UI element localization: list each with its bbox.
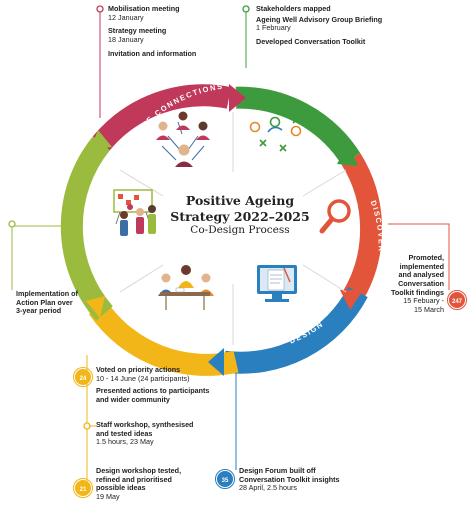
discover-line-5: Toolkit findings (391, 287, 444, 297)
badge-discover-icon: 247 (447, 290, 467, 310)
annotation-test-design-workshop: Design workshop tested, refined and prio… (96, 466, 182, 502)
immerse-toolkit-title: Developed Conversation Toolkit (256, 36, 366, 46)
stage-label-implement: IMPLEMENT & LEARN (88, 175, 108, 284)
computer-document-icon (257, 265, 297, 302)
design-date: 28 April, 2.5 hours (239, 483, 297, 493)
magnifier-icon (319, 199, 351, 234)
immerse-stakeholders-title: Stakeholders mapped (256, 4, 331, 13)
badge-design-icon: 35 (215, 469, 235, 489)
test-workshop-line-2: refined and prioritised (96, 474, 172, 484)
ring-segment-discover (341, 153, 383, 305)
whiteboard-team-illustration (113, 189, 156, 236)
build-meeting-2-title: Strategy meeting (108, 26, 167, 36)
annotation-test-staff: Staff workshop, synthesised and tested i… (96, 420, 194, 447)
svg-text:24: 24 (80, 376, 87, 382)
discover-line-3: and analysed (398, 270, 444, 280)
annotation-design: Design Forum built off Conversation Tool… (239, 466, 340, 493)
inner-spokes (119, 112, 347, 345)
test-staff-date: 1.5 hours, 23 May (96, 437, 154, 447)
participant-badges: 247 35 24 21 (73, 290, 467, 498)
annotation-immerse: Stakeholders mapped Ageing Well Advisory… (256, 4, 383, 47)
workshop-table-illustration (158, 265, 214, 310)
center-title-line2: Strategy 2022–2025 (170, 208, 310, 224)
immerse-briefing-date: 1 February (256, 23, 291, 33)
network-people-illustration (156, 111, 210, 167)
discover-date-2: 15 March (414, 304, 444, 314)
center-subtitle: Co-Design Process (190, 224, 290, 237)
test-staff-line-1: Staff workshop, synthesised (96, 420, 194, 429)
annotation-discover: Promoted, implemented and analysed Conve… (380, 253, 444, 314)
discover-line-4: Conversation (398, 278, 444, 288)
test-vote-title: Voted on priority actions (96, 365, 181, 374)
immerse-briefing-title: Ageing Well Advisory Group Briefing (256, 14, 383, 24)
test-workshop-line-1: Design workshop tested, (96, 466, 182, 475)
build-invitation-title: Invitation and information (108, 48, 197, 58)
test-workshop-line-3: possible ideas (96, 483, 146, 493)
implement-line-2: Action Plan over (16, 297, 73, 307)
connector-dots (8, 5, 250, 430)
badge-vote-icon: 24 (73, 367, 93, 387)
svg-text:21: 21 (80, 487, 87, 493)
center-title-line1: Positive Ageing (185, 193, 295, 208)
ring-segment-immerse (235, 86, 361, 166)
annotation-build: Mobilisation meeting 12 January Strategy… (108, 4, 197, 58)
implement-line-3: 3-year period (16, 306, 62, 316)
test-present-line-2: and wider community (96, 394, 170, 404)
discover-date-1: 15 Febuary - (403, 296, 444, 306)
strategy-xo-illustration (249, 116, 302, 152)
discover-line-2: implemented (399, 261, 444, 271)
design-line-2: Conversation Toolkit insights (239, 474, 340, 484)
badge-workshop-icon: 21 (73, 478, 93, 498)
design-line-1: Design Forum built off (239, 466, 316, 475)
build-meeting-1-date: 12 January (108, 12, 144, 22)
implement-line-1: Implementation of (16, 289, 78, 298)
discover-line-1: Promoted, (408, 253, 444, 262)
ring-segment-design (222, 286, 368, 374)
center-title-block: Positive Ageing Strategy 2022–2025 Co-De… (150, 193, 330, 238)
ring-segment-build (92, 84, 232, 151)
annotation-test-vote: Voted on priority actions 10 - 14 June (… (96, 365, 210, 405)
svg-text:247: 247 (452, 299, 463, 305)
test-vote-date: 10 - 14 June (24 participants) (96, 373, 190, 383)
test-staff-line-2: and tested ideas (96, 428, 153, 438)
test-workshop-date: 19 May (96, 491, 120, 501)
build-meeting-2-date: 18 January (108, 34, 144, 44)
build-meeting-1-title: Mobilisation meeting (108, 4, 180, 13)
svg-text:35: 35 (222, 478, 229, 484)
test-present-line-1: Presented actions to participants (96, 386, 210, 396)
ring-segment-implement (60, 136, 113, 321)
ring-arrowheads (86, 84, 363, 376)
annotation-implement: Implementation of Action Plan over 3-yea… (16, 289, 78, 316)
